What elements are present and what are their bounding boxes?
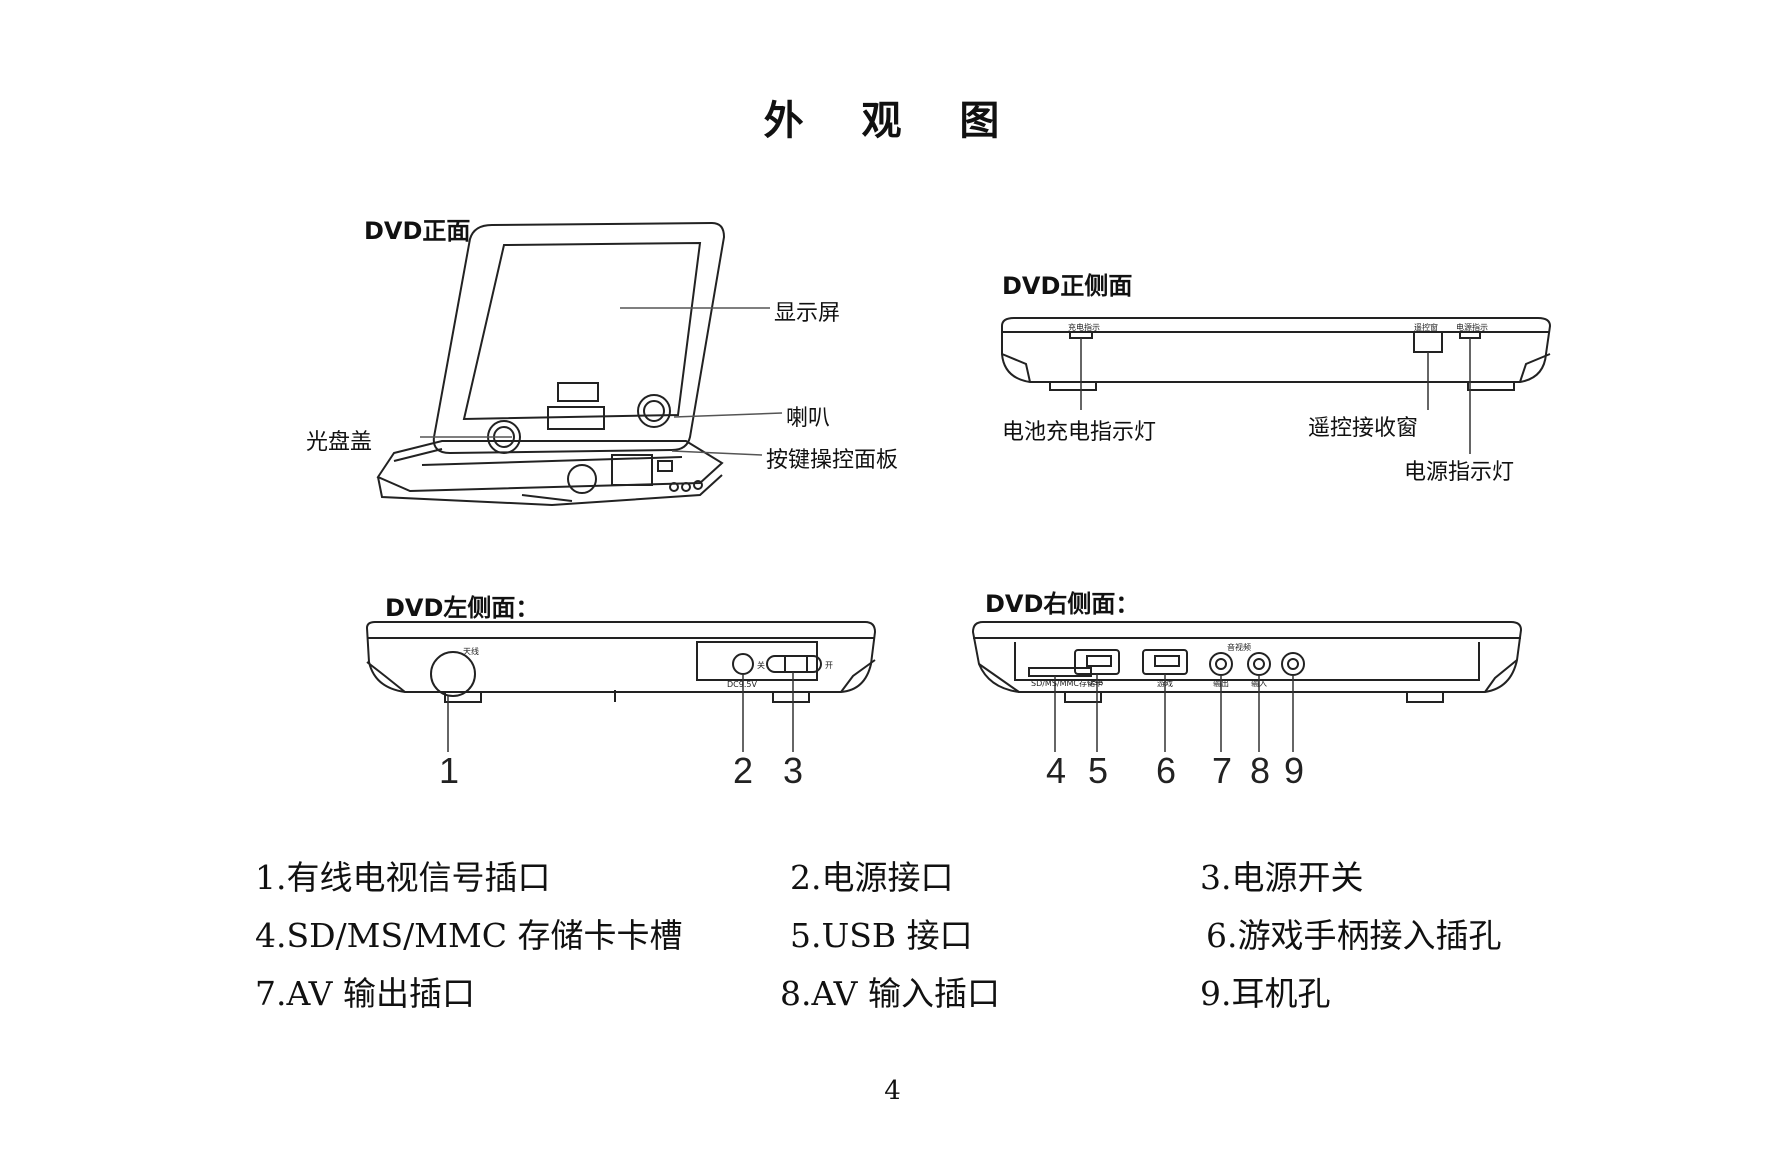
legend-item-1: 1.有线电视信号插口 (255, 858, 551, 897)
legend-item-4: 4.SD/MS/MMC 存储卡卡槽 (255, 916, 683, 955)
label-control-panel: 按键操控面板 (766, 448, 899, 473)
right-side-view-heading: DVD右侧面： (985, 590, 1140, 618)
left-side-view-figure: DVD左侧面： 天线 DC9.5V 关 开 1 2 3 (345, 552, 890, 794)
label-speaker: 喇叭 (786, 406, 831, 431)
legend-item-8: 8.AV 输入插口 (780, 974, 1000, 1013)
front-side-view-drawing (1001, 317, 1552, 454)
page-title: 外 观 图 (763, 97, 1022, 144)
label-screen: 显示屏 (774, 301, 841, 326)
right-side-view-drawing (971, 621, 1523, 752)
label-charge-led: 电池充电指示灯 (1002, 420, 1157, 445)
legend-item-6: 6.游戏手柄接入插孔 (1206, 916, 1502, 955)
callout-number-6: 6 (1156, 750, 1177, 791)
callout-number-5: 5 (1088, 750, 1109, 791)
front-view-drawing (376, 221, 783, 507)
callout-number-8: 8 (1250, 750, 1271, 791)
legend-item-5: 5.USB 接口 (790, 916, 973, 955)
callout-number-4: 4 (1046, 750, 1067, 791)
legend-item-3: 3.电源开关 (1200, 858, 1364, 897)
tiny-label-power: 电源指示 (1456, 323, 1488, 332)
front-side-view-figure: DVD正侧面 充电指示 遥控窗 电源指示 电池充电指示灯 遥控接收窗 电源指示灯 (990, 258, 1570, 488)
left-side-view-drawing (365, 621, 877, 752)
front-view-figure: DVD正面 显示屏 喇叭 光盘盖 按键操控面板 (282, 205, 922, 517)
callout-number-7: 7 (1212, 750, 1233, 791)
legend-item-2: 2.电源接口 (790, 858, 954, 897)
page-number: 4 (884, 1076, 901, 1106)
callout-number-9: 9 (1284, 750, 1305, 791)
legend-item-9: 9.耳机孔 (1200, 974, 1331, 1013)
callout-number-3: 3 (783, 750, 804, 791)
tiny-label-game: 游戏 (1157, 679, 1173, 688)
tiny-label-ir: 遥控窗 (1414, 323, 1438, 332)
tiny-label-off: 关 (757, 661, 765, 670)
tiny-label-av-group: 音视频 (1227, 643, 1251, 652)
tiny-label-antenna: 天线 (463, 647, 479, 656)
tiny-label-charge: 充电指示 (1068, 323, 1100, 332)
tiny-label-av-out: 输出 (1213, 679, 1229, 688)
tiny-label-av-in: 输入 (1251, 679, 1267, 688)
tiny-label-card: SD/MS/MMC存储卡 (1031, 679, 1103, 688)
label-power-led: 电源指示灯 (1404, 460, 1515, 485)
right-side-view-figure: DVD右侧面： SD/MS/MMC存储卡 USB 游戏 音视频 输出 输入 4 … (955, 552, 1540, 794)
label-ir-window: 遥控接收窗 (1308, 416, 1419, 441)
legend-item-7: 7.AV 输出插口 (255, 974, 475, 1013)
front-view-heading: DVD正面 (364, 217, 471, 245)
left-side-view-heading: DVD左侧面： (385, 594, 540, 622)
tiny-label-on: 开 (825, 661, 833, 670)
callout-number-2: 2 (733, 750, 754, 791)
front-side-view-heading: DVD正侧面 (1002, 272, 1133, 300)
callout-number-1: 1 (439, 750, 460, 791)
tiny-label-usb: USB (1087, 678, 1104, 687)
label-disc-cover: 光盘盖 (306, 430, 373, 455)
tiny-label-dc: DC9.5V (727, 680, 757, 689)
